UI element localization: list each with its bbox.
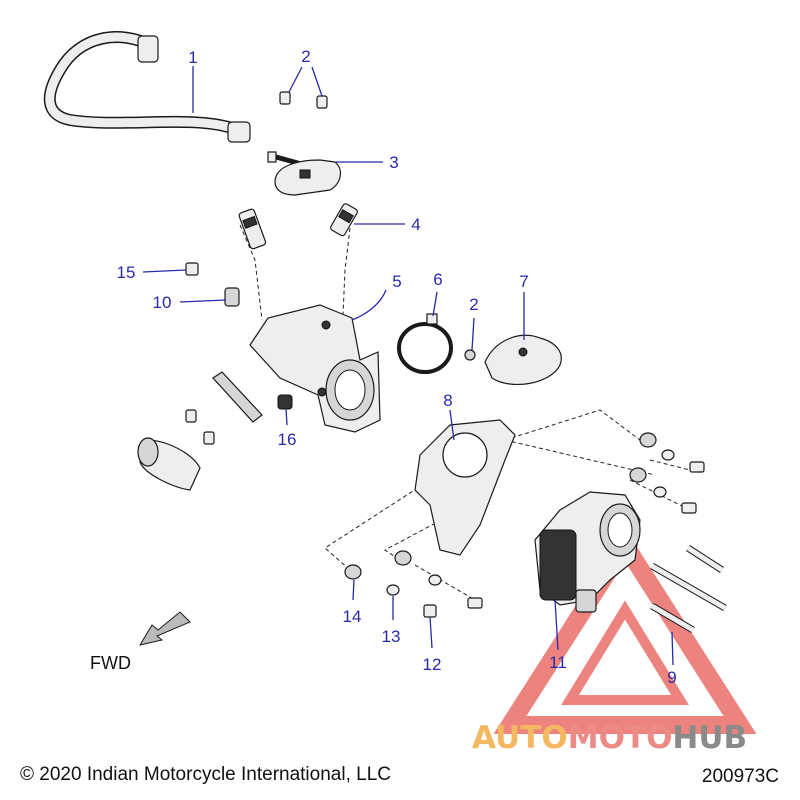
- callout-12: 12: [423, 655, 442, 674]
- watermark-auto: AUTO: [472, 720, 568, 756]
- watermark-text: AUTOMOTOHUB: [472, 720, 747, 756]
- cover-plate-part: [484, 334, 562, 385]
- watermark-hub: HUB: [672, 720, 747, 756]
- throttle-body-part: [534, 491, 641, 613]
- long-bolts: [650, 545, 727, 634]
- injector-pair: [238, 203, 358, 250]
- callout-15: 15: [117, 263, 136, 282]
- callout-11: 11: [549, 653, 567, 672]
- callout-3: 3: [389, 153, 398, 172]
- callout-16: 16: [278, 430, 297, 449]
- callout-10: 10: [153, 293, 172, 312]
- leader-lines: [142, 66, 674, 666]
- fasteners-lower: [344, 550, 483, 618]
- callout-1: 1: [188, 48, 197, 67]
- gasket-plate-part: [414, 419, 516, 556]
- bolt-pair-top: [279, 91, 328, 109]
- callout-6: 6: [433, 270, 442, 289]
- callout-9: 9: [667, 668, 676, 687]
- watermark-moto: MOTO: [568, 720, 673, 756]
- small-fasteners-left: [185, 262, 240, 307]
- nut-part: [464, 349, 476, 361]
- callout-4: 4: [411, 215, 420, 234]
- callout-2-right: 2: [469, 295, 478, 314]
- callout-13: 13: [382, 627, 401, 646]
- watermark-logo: [493, 528, 757, 734]
- hose-part: [43, 31, 251, 143]
- callout-7: 7: [519, 272, 528, 291]
- fwd-label: FWD: [90, 653, 131, 673]
- callout-14: 14: [343, 607, 362, 626]
- callout-8: 8: [443, 391, 452, 410]
- fasteners-right: [629, 432, 705, 514]
- diagram-id: 200973C: [702, 766, 779, 787]
- clamp-ring-part: [397, 313, 453, 374]
- fuel-rail-part: [267, 151, 342, 196]
- copyright-text: © 2020 Indian Motorcycle International, …: [20, 764, 391, 785]
- lower-left-parts: [137, 371, 293, 491]
- callout-2-top: 2: [301, 47, 310, 66]
- intake-manifold-part: [249, 304, 381, 433]
- callout-5: 5: [392, 272, 401, 291]
- fwd-arrow-icon: [138, 611, 191, 646]
